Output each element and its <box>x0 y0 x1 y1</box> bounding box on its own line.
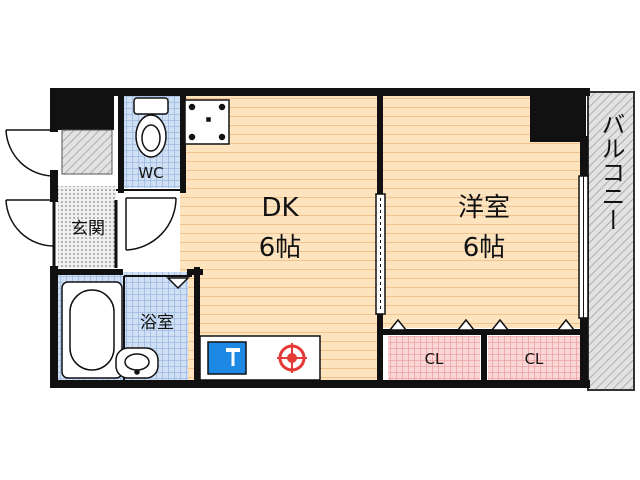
wash-basin <box>115 347 159 379</box>
closet-left-label: CL <box>425 350 444 368</box>
closet-left-floor <box>388 336 480 380</box>
closet-right-label: CL <box>525 350 544 368</box>
gas-stove <box>277 343 307 373</box>
closet-right-floor <box>488 336 580 380</box>
dk-size-label: 6帖 <box>259 233 302 263</box>
dk-name-label: DK <box>261 193 299 223</box>
western-name-label: 洋室 <box>458 193 510 223</box>
western-size-label: 6帖 <box>463 233 506 263</box>
entrance-floor <box>58 186 116 268</box>
kitchen-counter <box>199 335 321 381</box>
balcony-label: バルコニー <box>597 112 625 232</box>
bath-label: 浴室 <box>140 313 174 333</box>
toilet <box>133 97 169 158</box>
balcony-area <box>587 91 635 391</box>
dk-door-swing <box>125 197 177 251</box>
bath-door-marker <box>166 277 190 290</box>
storage-black <box>58 96 114 130</box>
closet-door-markers <box>388 318 576 331</box>
kitchen-sink <box>207 341 247 375</box>
front-door-upper <box>5 129 55 177</box>
storage-hatch <box>61 129 113 175</box>
front-door-lower <box>5 199 55 247</box>
wc-label: WC <box>138 164 163 182</box>
pillar-block <box>530 90 586 142</box>
washer-space <box>184 99 230 145</box>
bathtub <box>61 281 123 379</box>
entrance-label: 玄関 <box>71 219 105 239</box>
